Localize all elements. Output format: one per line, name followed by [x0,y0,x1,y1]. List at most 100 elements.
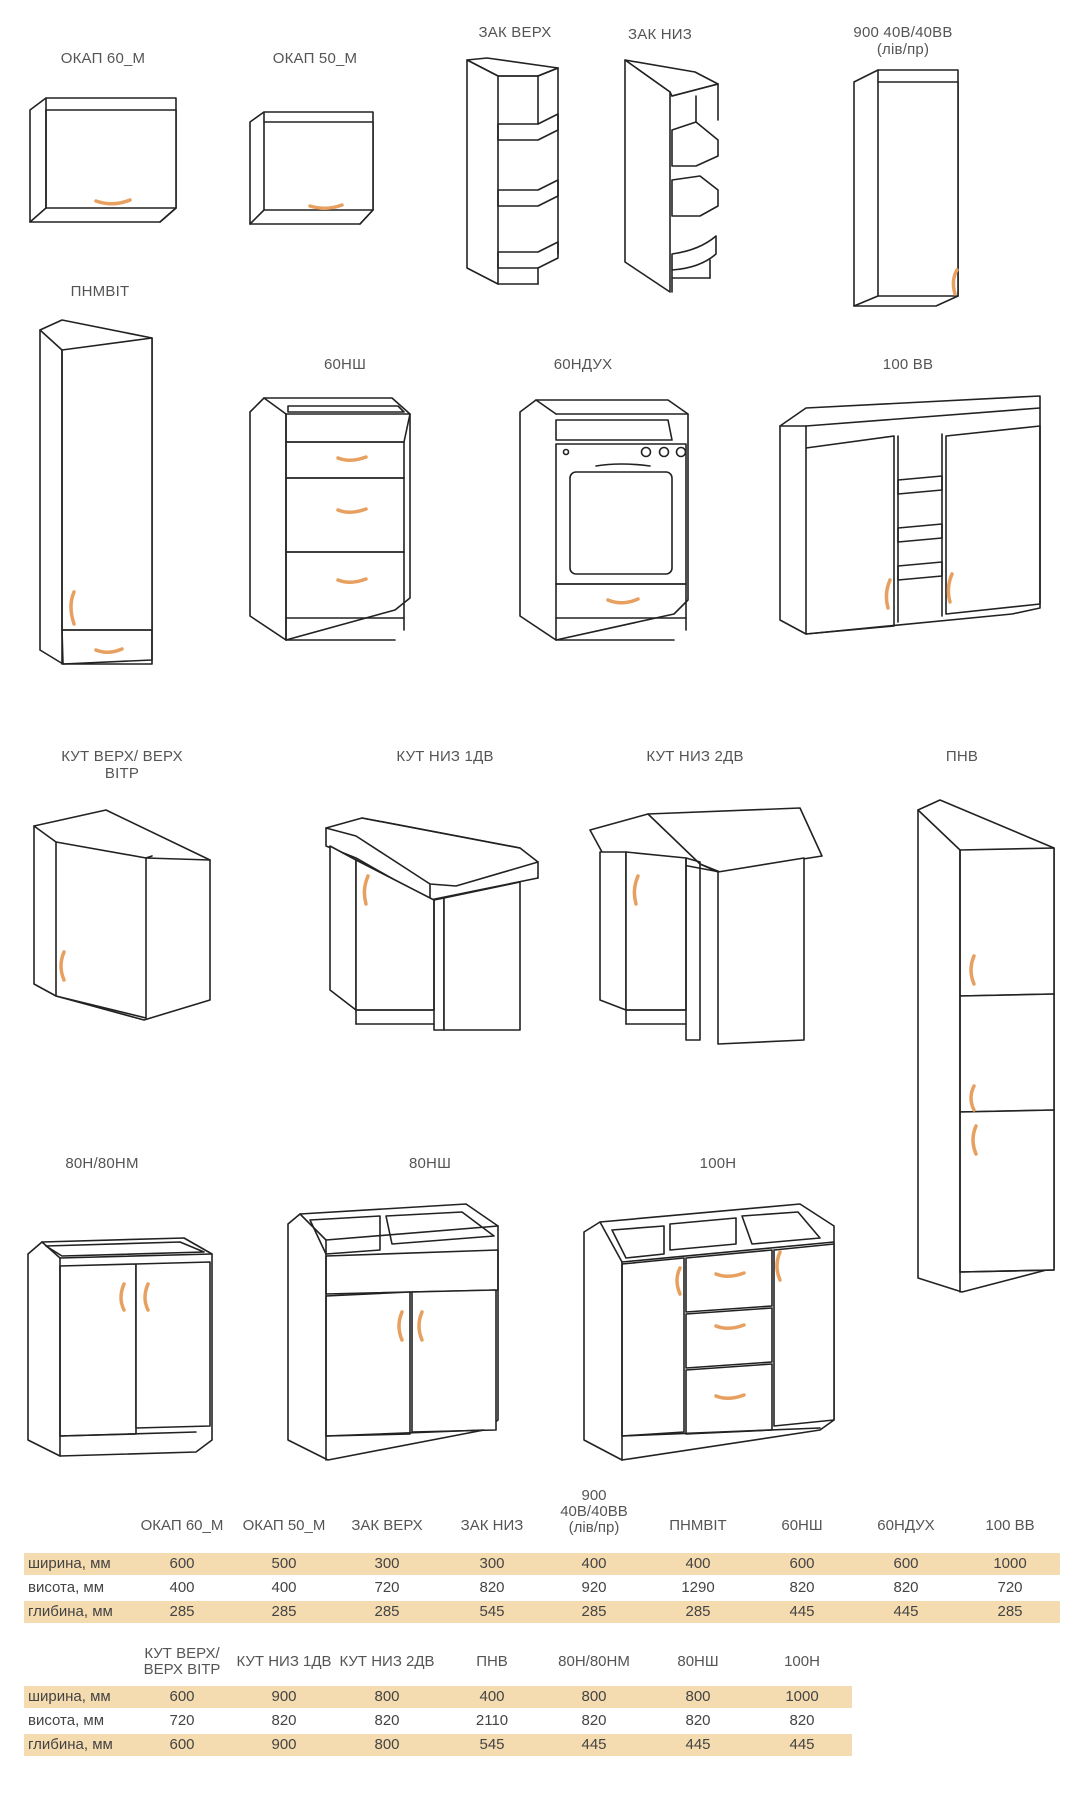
figure-900-40v [853,69,959,307]
dimensions-table-1: ОКАП 60_М ОКАП 50_М ЗАК ВЕРХ ЗАК НИЗ 900… [0,1488,1078,1634]
table-cell: 445 [893,1603,919,1620]
t2-header: 80НШ [677,1653,719,1670]
table-cell: 445 [789,1603,815,1620]
t2-header-line: ВЕРХ ВІТР [143,1661,221,1678]
table-cell: 285 [581,1603,607,1620]
figure-80n [27,1237,213,1457]
handle-icon [951,268,959,296]
t2-header: КУТ НИЗ 1ДВ [236,1653,332,1670]
figure-zak-verh [466,57,559,285]
table-cell: 920 [581,1579,607,1596]
t2-header-line: КУТ ВЕРХ/ [144,1645,220,1662]
cabinet-drawings [27,57,1055,1461]
handle-icon [714,1393,746,1400]
table-cell: 285 [374,1603,400,1620]
table-cell: 300 [479,1555,505,1572]
table-cell: 720 [374,1579,400,1596]
handle-icon [969,1084,976,1112]
table-cell: 545 [479,1603,505,1620]
table-cell: 445 [581,1736,607,1753]
table-cell: 400 [479,1688,505,1705]
table-cell: 900 [271,1736,297,1753]
table-cell: 545 [479,1736,505,1753]
figure-kut-nyz-1dv [325,817,539,1031]
table-cell: 285 [685,1603,711,1620]
table-cell: 800 [685,1688,711,1705]
table-cell: 820 [789,1579,815,1596]
handle-icon [884,578,892,610]
table-cell: 800 [374,1688,400,1705]
label-kut-verh-line1: КУТ ВЕРХ/ ВЕРХ [61,748,183,765]
table-cell: 445 [789,1736,815,1753]
figure-zak-nyz [624,59,719,293]
table-row: висота, мм 400 400 720 820 920 1290 820 … [24,1577,1060,1599]
figure-80nsh [287,1203,499,1461]
label-kut-nyz-1dv: КУТ НИЗ 1ДВ [396,748,494,765]
figure-okap60 [29,97,177,223]
table-cell: 400 [685,1555,711,1572]
handle-icon [714,1323,746,1330]
label-100vv: 100 ВВ [882,356,934,373]
figure-kut-nyz-2dv [589,807,823,1045]
handle-icon [362,874,370,906]
t2-header: КУТ НИЗ 2ДВ [339,1653,435,1670]
label-900-line2: (лів/пр) [876,41,930,58]
figure-60nsh [249,397,411,641]
t2-header: ПНВ [476,1653,508,1670]
table-cell: 445 [685,1736,711,1753]
handle-icon [69,590,76,626]
label-zak-nyz: ЗАК НИЗ [627,26,693,43]
table-cell: 400 [581,1555,607,1572]
handle-icon [397,1310,404,1342]
handle-icon [417,1310,424,1342]
handle-icon [119,1282,126,1312]
label-zak-verh: ЗАК ВЕРХ [478,24,552,41]
label-80n: 80Н/80НМ [65,1155,139,1172]
table-cell: 720 [169,1712,195,1729]
t1-header-line: 900 [581,1487,607,1504]
table-cell: 1000 [993,1555,1027,1572]
table-row: ширина, мм 600 900 800 400 800 800 1000 [24,1686,852,1708]
label-60nsh: 60НШ [323,356,367,373]
handle-icon [632,874,640,906]
figure-pnmvit [39,319,153,665]
row-label: висота, мм [28,1712,105,1729]
handle-icon [143,1282,150,1312]
table-row: глибина, мм 600 900 800 545 445 445 445 [24,1734,852,1756]
t2-header: 80Н/80НМ [558,1653,630,1670]
t1-header: 100 ВВ [985,1517,1035,1534]
table-cell: 600 [893,1555,919,1572]
label-80nsh: 80НШ [408,1155,452,1172]
t1-header: ОКАП 60_М [140,1517,224,1534]
table-cell: 1290 [681,1579,715,1596]
table-cell: 820 [789,1712,815,1729]
table-row: висота, мм 720 820 820 2110 820 820 820 [24,1710,852,1732]
table-cell: 820 [271,1712,297,1729]
table-cell: 600 [169,1688,195,1705]
handle-icon [94,198,132,206]
label-okap50: ОКАП 50_М [272,50,358,67]
table-cell: 600 [169,1555,195,1572]
table-cell: 820 [685,1712,711,1729]
handle-icon [308,203,344,210]
t1-header-line: 40В/40ВВ [560,1503,628,1520]
handle-icon [971,1124,978,1156]
handle-icon [714,1271,746,1278]
t1-header-multiline: 900 40В/40ВВ (лів/пр) [560,1488,628,1536]
handle-icon [336,455,368,462]
table-cell: 900 [271,1688,297,1705]
figure-kut-verh [33,809,211,1021]
figure-100n [583,1203,835,1461]
table-cell: 820 [374,1712,400,1729]
t1-header: ЗАК НИЗ [460,1517,524,1534]
table-cell: 820 [581,1712,607,1729]
handle-icon [946,572,954,604]
handle-icon [606,597,640,605]
table-cell: 500 [271,1555,297,1572]
table-cell: 285 [271,1603,297,1620]
label-100n: 100Н [699,1155,737,1172]
table-cell: 600 [789,1555,815,1572]
t1-header: 60НДУХ [877,1517,935,1534]
table-cell: 400 [169,1579,195,1596]
label-kut-verh-line2: ВІТР [104,765,140,782]
